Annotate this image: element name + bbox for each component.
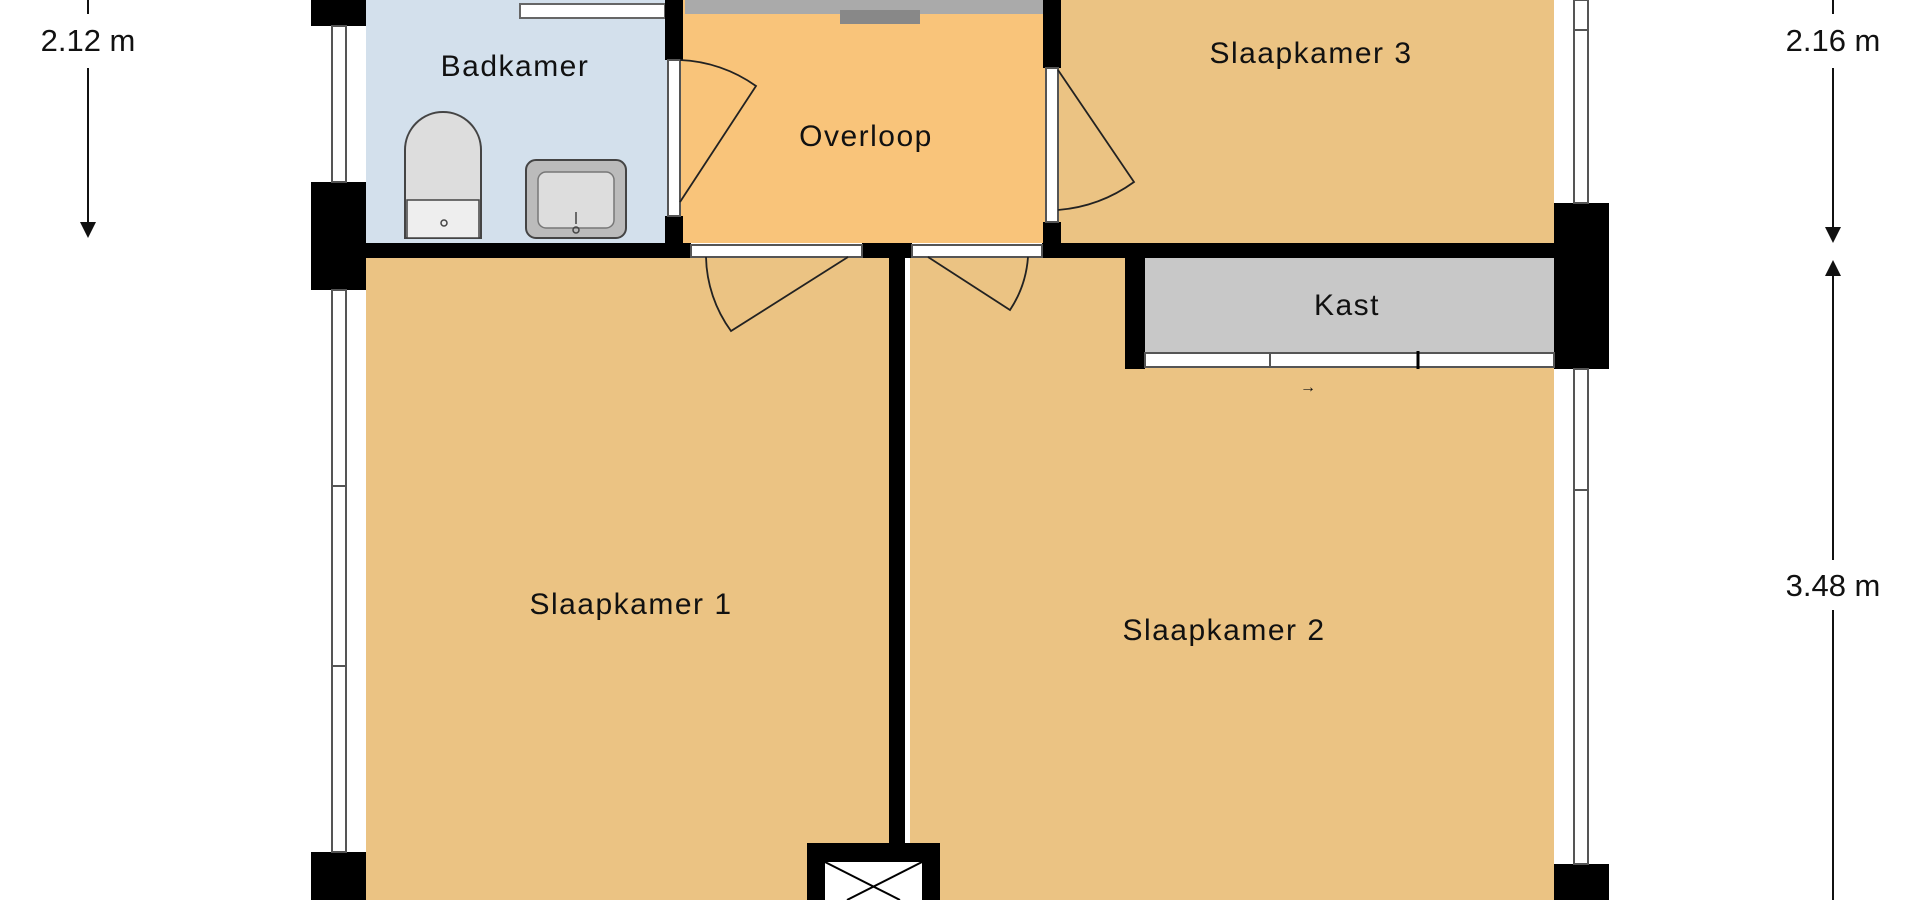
mid-wall-right (1042, 243, 1554, 258)
landing-br3-wall-top (1043, 0, 1061, 68)
door-frame-slaapkamer2 (911, 244, 1043, 258)
room-slaapkamer1-fill (366, 258, 896, 900)
room-label-overloop: Overloop (799, 120, 933, 153)
right-window-bottom (1573, 368, 1589, 865)
dimension-label-left: 2.12 m (41, 23, 136, 58)
room-label-badkamer: Badkamer (441, 50, 590, 83)
left-window-bottom (331, 289, 347, 853)
right-wall-block-bottom (1554, 864, 1609, 900)
dimension-label-bg-right-bottom (1766, 560, 1902, 610)
right-window-top (1573, 0, 1589, 204)
dimension-label-bg-right-top (1766, 14, 1902, 68)
room-label-slaapkamer3: Slaapkamer 3 (1209, 37, 1412, 70)
left-wall-block-top (311, 0, 366, 26)
bath-landing-wall-bottom (665, 216, 683, 244)
room-slaapkamer3-fill (1046, 0, 1554, 243)
landing-br3-wall-bottom (1043, 222, 1061, 244)
room-label-slaapkamer2: Slaapkamer 2 (1122, 614, 1325, 647)
bath-door-frame (667, 59, 681, 217)
dimension-label-right-top: 2.16 m (1786, 23, 1881, 58)
door-swing-badkamer (679, 59, 758, 203)
bath-landing-wall-top (665, 0, 683, 60)
right-wall-block-mid (1554, 203, 1609, 369)
mid-wall-left (366, 243, 691, 258)
top-fixture-detail (840, 10, 920, 24)
door-swing-slaapkamer3 (1057, 69, 1136, 211)
sliding-direction-arrow: → (1300, 379, 1316, 396)
room-label-kast: Kast (1314, 289, 1380, 322)
dimension-label-bg-left (20, 14, 156, 68)
bathroom-sink (525, 159, 627, 239)
top-fixture (685, 0, 1045, 14)
left-window-top (331, 25, 347, 183)
center-wall (889, 258, 905, 843)
left-wall-block-mid (311, 182, 366, 290)
dimension-label-right-bottom: 3.48 m (1786, 568, 1881, 603)
kast-wall (1125, 258, 1145, 369)
kast-sliding-doors (1144, 352, 1555, 368)
center-shaft-cross-1 (824, 861, 901, 900)
center-shaft-cross-2 (846, 861, 923, 900)
room-label-slaapkamer1: Slaapkamer 1 (529, 588, 732, 621)
bath-rail (519, 3, 666, 19)
room-kast-fill (1141, 258, 1554, 366)
toilet (404, 111, 482, 239)
door-frame-slaapkamer1 (690, 244, 863, 258)
left-wall-block-bottom (311, 852, 366, 900)
door-swing-slaapkamer1 (705, 256, 849, 333)
door-swing-slaapkamer2 (927, 256, 1029, 312)
mid-wall-center (862, 243, 912, 258)
br3-door-frame (1045, 67, 1059, 223)
center-shaft-inner (825, 862, 922, 900)
